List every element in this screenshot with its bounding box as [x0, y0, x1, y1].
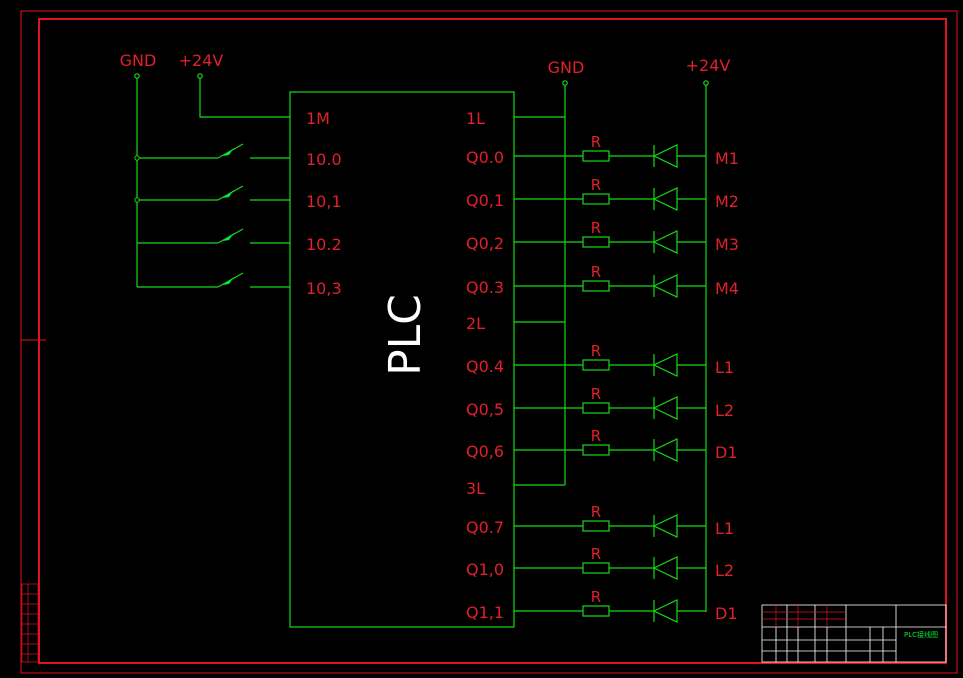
diode — [652, 144, 678, 168]
load-label: L2 — [715, 401, 734, 420]
load-label: M1 — [715, 149, 739, 168]
output-circuit: Q1,1 R D1 — [466, 588, 738, 623]
inner-border — [38, 18, 947, 664]
title-block-red-grid — [762, 605, 846, 627]
resistor-label: R — [591, 263, 601, 281]
output-commons: 1L 2L 3L — [466, 109, 485, 498]
resistor — [582, 402, 610, 414]
output-pin-label: Q0,6 — [466, 442, 504, 461]
binding-strip — [21, 583, 39, 663]
left-gnd-label: GND — [120, 51, 157, 70]
resistor — [582, 520, 610, 532]
load-label: M3 — [715, 235, 739, 254]
diode — [652, 396, 678, 420]
diode — [652, 599, 678, 623]
output-circuit: Q0,5 R L2 — [466, 385, 734, 420]
output-common-label: 1L — [466, 109, 485, 128]
outer-border — [20, 10, 958, 674]
diode — [652, 514, 678, 538]
resistor — [582, 605, 610, 617]
resistor — [582, 359, 610, 371]
plc-label: PLC — [380, 294, 431, 376]
output-circuit: Q0,6 R D1 — [466, 427, 738, 462]
resistor-label: R — [591, 342, 601, 360]
output-pin-label: Q0.4 — [466, 357, 504, 376]
resistor — [582, 193, 610, 205]
output-circuit: Q0.4 R L1 — [466, 342, 734, 377]
input-circuits: 10.0 10,1 10.2 10,3 — [134, 143, 342, 298]
input-switch — [217, 228, 244, 244]
load-label: M4 — [715, 279, 739, 298]
input-circuit: 10,3 — [137, 272, 342, 298]
resistor-label: R — [591, 219, 601, 237]
load-label: L2 — [715, 561, 734, 580]
diode — [652, 438, 678, 462]
right-gnd-label: GND — [548, 58, 585, 77]
load-label: L1 — [715, 358, 734, 377]
junction-dot — [134, 197, 140, 203]
plc-block — [289, 91, 515, 628]
input-pin-label: 10.2 — [306, 235, 342, 254]
diode — [652, 230, 678, 254]
input-circuit: 10,1 — [134, 185, 342, 211]
output-circuit: Q1,0 R L2 — [466, 545, 734, 580]
input-circuit: 10.0 — [134, 143, 342, 169]
drawing-name: PLC接线图 — [904, 630, 938, 639]
resistor — [582, 236, 610, 248]
load-label: D1 — [715, 443, 738, 462]
output-circuit: Q0.3 R M4 — [466, 263, 739, 298]
title-block — [761, 604, 947, 663]
input-pin-label: 10,1 — [306, 192, 342, 211]
output-circuit: Q0.0 R M1 — [466, 133, 739, 168]
resistor-label: R — [591, 133, 601, 151]
load-label: D1 — [715, 604, 738, 623]
resistor-label: R — [591, 427, 601, 445]
input-switch — [217, 143, 244, 159]
input-pin-label: 10.0 — [306, 150, 342, 169]
resistor — [582, 444, 610, 456]
output-common-label: 2L — [466, 314, 485, 333]
input-switch — [217, 272, 244, 288]
input-common-label: 1M — [306, 109, 330, 128]
input-pin-label: 10,3 — [306, 279, 342, 298]
input-circuit: 10.2 — [137, 228, 342, 254]
resistor — [582, 562, 610, 574]
diode — [652, 353, 678, 377]
output-pin-label: Q0,5 — [466, 400, 504, 419]
output-circuit: Q0,2 R M3 — [466, 219, 739, 254]
input-switch — [217, 185, 244, 201]
output-circuit: Q0.7 R L1 — [466, 503, 734, 538]
resistor-label: R — [591, 385, 601, 403]
left-24v-label: +24V — [179, 51, 224, 70]
output-pin-label: Q0,1 — [466, 191, 504, 210]
output-circuits: Q0.0RM1Q0,1RM2Q0,2RM3Q0.3RM4Q0.4RL1Q0,5R… — [466, 133, 739, 623]
power-wiring — [134, 73, 709, 612]
diode — [652, 556, 678, 580]
drawing-frame — [20, 10, 958, 674]
junction-dot — [134, 155, 140, 161]
output-common-label: 3L — [466, 479, 485, 498]
output-pin-label: Q0.0 — [466, 148, 504, 167]
resistor-label: R — [591, 588, 601, 606]
output-pin-label: Q1,1 — [466, 603, 504, 622]
output-pin-label: Q0,2 — [466, 234, 504, 253]
load-label: L1 — [715, 519, 734, 538]
load-label: M2 — [715, 192, 739, 211]
resistor — [582, 150, 610, 162]
resistor-label: R — [591, 545, 601, 563]
output-circuit: Q0,1 R M2 — [466, 176, 739, 211]
output-pin-label: Q1,0 — [466, 560, 504, 579]
diode — [652, 274, 678, 298]
resistor-label: R — [591, 503, 601, 521]
diode — [652, 187, 678, 211]
resistor-label: R — [591, 176, 601, 194]
output-pin-label: Q0.3 — [466, 278, 504, 297]
right-24v-label: +24V — [686, 56, 731, 75]
output-pin-label: Q0.7 — [466, 518, 504, 537]
resistor — [582, 280, 610, 292]
